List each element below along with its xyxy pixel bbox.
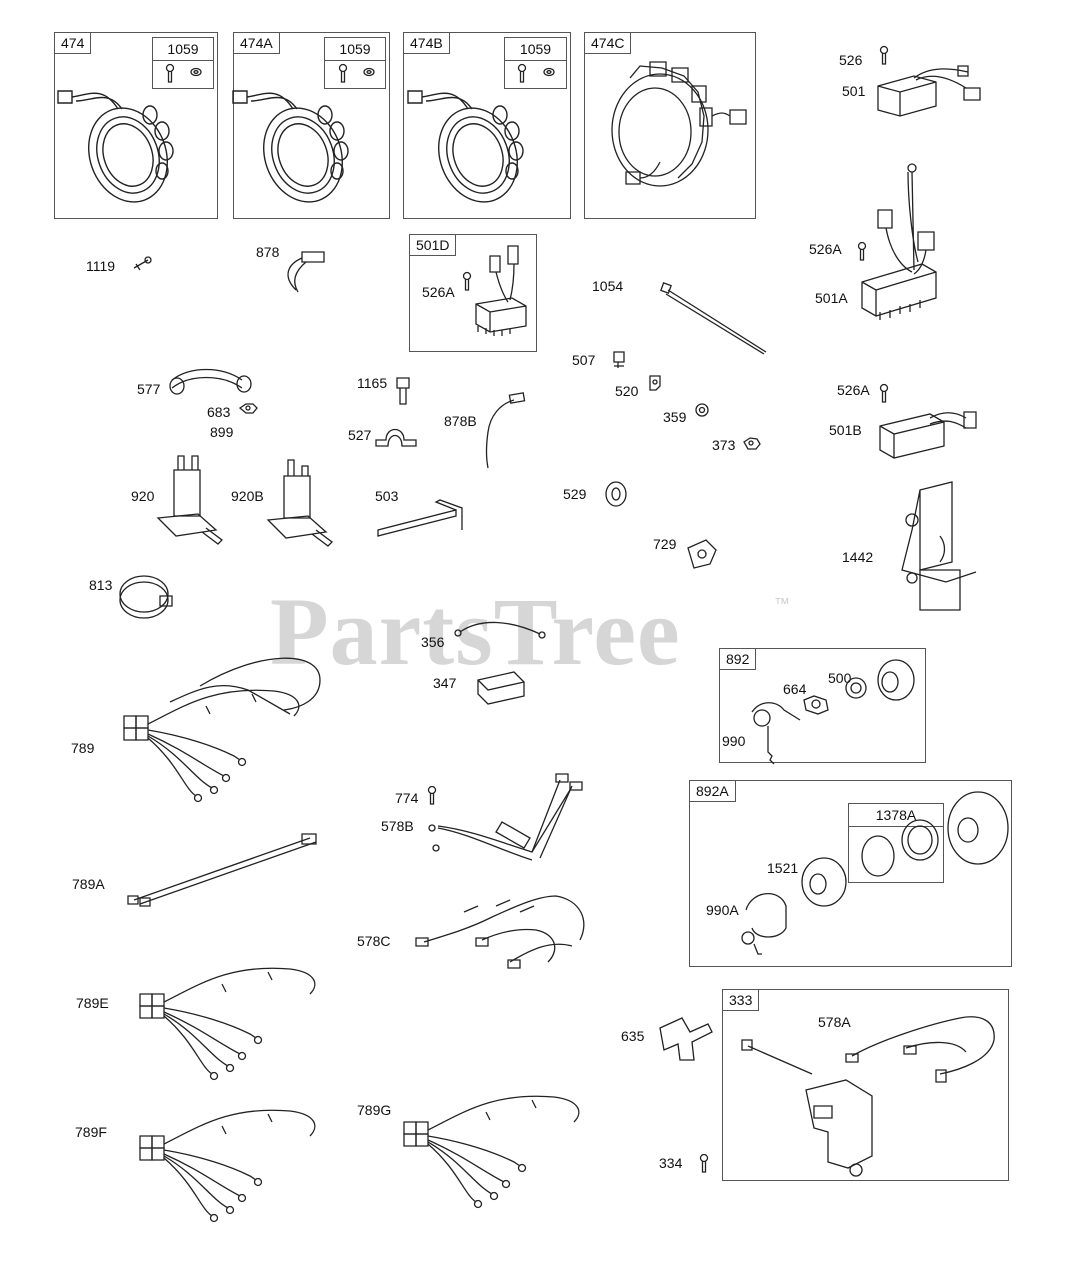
part-box-label: 892 bbox=[719, 648, 757, 670]
callout-578C: 578C bbox=[357, 933, 391, 949]
callout-347: 347 bbox=[433, 675, 457, 691]
callout-520: 520 bbox=[615, 383, 639, 399]
callout-789F: 789F bbox=[75, 1124, 107, 1140]
callout-729: 729 bbox=[653, 536, 677, 552]
part-box-474: 474 1059 bbox=[54, 32, 218, 219]
callout-526A-501B: 526A bbox=[837, 382, 870, 398]
callout-1054: 1054 bbox=[592, 278, 624, 294]
part-box-474C: 474C bbox=[584, 32, 756, 219]
callout-501A: 501A bbox=[815, 290, 848, 306]
hardware-subbox-1059: 1059 bbox=[152, 37, 214, 89]
callout-789E: 789E bbox=[76, 995, 109, 1011]
callout-774: 774 bbox=[395, 790, 419, 806]
callout-635: 635 bbox=[621, 1028, 645, 1044]
watermark: PartsTree bbox=[270, 578, 681, 685]
callout-578A: 578A bbox=[818, 1014, 851, 1030]
callout-664: 664 bbox=[783, 681, 807, 697]
callout-359: 359 bbox=[663, 409, 687, 425]
part-box-501D: 501D bbox=[409, 234, 537, 352]
part-box-label: 474B bbox=[403, 32, 450, 54]
callout-503: 503 bbox=[375, 488, 399, 504]
callout-577: 577 bbox=[137, 381, 161, 397]
trademark-symbol: ™ bbox=[774, 596, 790, 613]
callout-501B: 501B bbox=[829, 422, 862, 438]
callout-878B: 878B bbox=[444, 413, 477, 429]
hardware-subbox-1059: 1059 bbox=[504, 37, 567, 89]
part-box-474B: 474B 1059 bbox=[403, 32, 571, 219]
callout-1521: 1521 bbox=[767, 860, 799, 876]
subbox-label: 1059 bbox=[153, 38, 213, 61]
callout-920: 920 bbox=[131, 488, 155, 504]
callout-500: 500 bbox=[828, 670, 852, 686]
part-box-892: 892 bbox=[719, 648, 926, 763]
subbox-label: 1059 bbox=[325, 38, 385, 61]
subbox-label: 1059 bbox=[505, 38, 566, 61]
callout-578B: 578B bbox=[381, 818, 414, 834]
subbox-label: 1378A bbox=[849, 804, 943, 827]
part-box-333: 333 bbox=[722, 989, 1009, 1181]
part-box-474A: 474A 1059 bbox=[233, 32, 390, 219]
callout-878: 878 bbox=[256, 244, 280, 260]
part-box-label: 501D bbox=[409, 234, 457, 256]
callout-526A: 526A bbox=[809, 241, 842, 257]
part-box-label: 474A bbox=[233, 32, 280, 54]
part-box-label: 474 bbox=[54, 32, 92, 54]
callout-373: 373 bbox=[712, 437, 736, 453]
callout-789A: 789A bbox=[72, 876, 105, 892]
callout-789: 789 bbox=[71, 740, 95, 756]
callout-334: 334 bbox=[659, 1155, 683, 1171]
callout-526A-501D: 526A bbox=[422, 284, 455, 300]
callout-813: 813 bbox=[89, 577, 113, 593]
callout-1165: 1165 bbox=[357, 375, 388, 391]
callout-990: 990 bbox=[722, 733, 746, 749]
callout-527: 527 bbox=[348, 427, 372, 443]
callout-356: 356 bbox=[421, 634, 445, 650]
callout-899: 899 bbox=[210, 424, 234, 440]
callout-501: 501 bbox=[842, 83, 866, 99]
callout-920B: 920B bbox=[231, 488, 264, 504]
part-box-892A: 892A 1378A bbox=[689, 780, 1012, 967]
callout-683: 683 bbox=[207, 404, 231, 420]
callout-526: 526 bbox=[839, 52, 863, 68]
callout-507: 507 bbox=[572, 352, 596, 368]
part-subbox-1378A: 1378A bbox=[848, 803, 944, 883]
callout-990A: 990A bbox=[706, 902, 739, 918]
part-box-label: 892A bbox=[689, 780, 736, 802]
callout-529: 529 bbox=[563, 486, 587, 502]
part-box-label: 333 bbox=[722, 989, 760, 1011]
hardware-subbox-1059: 1059 bbox=[324, 37, 386, 89]
callout-1442: 1442 bbox=[842, 549, 874, 565]
callout-1119: 1119 bbox=[86, 258, 116, 274]
part-box-label: 474C bbox=[584, 32, 632, 54]
callout-789G: 789G bbox=[357, 1102, 392, 1118]
